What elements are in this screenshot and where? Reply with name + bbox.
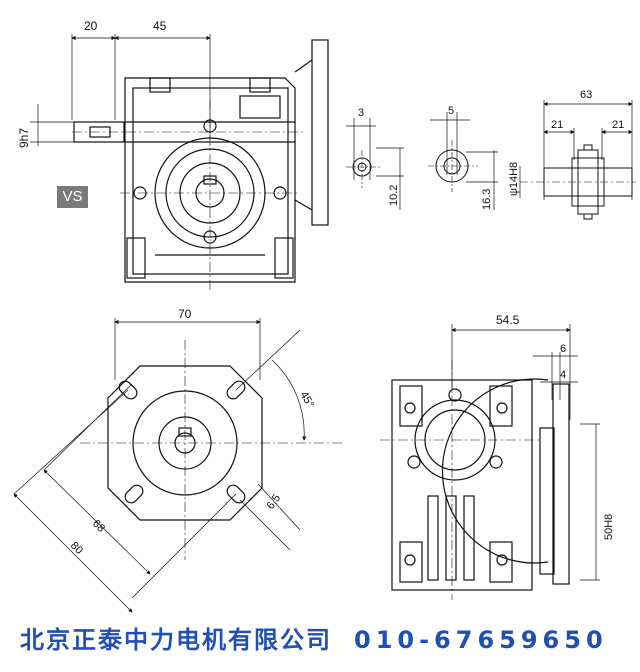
company-name: 北京正泰中力电机有限公司 — [20, 626, 332, 654]
dim-10-2: 10.2 — [388, 185, 400, 206]
gearbox-end-view — [380, 324, 600, 600]
dim-21-left: 21 — [551, 119, 563, 131]
dim-21-right: 21 — [612, 119, 624, 131]
dim-63: 63 — [580, 89, 592, 101]
dim-45: 45 — [153, 19, 167, 33]
dim-5: 5 — [448, 105, 454, 117]
dim-54-5: 54.5 — [496, 313, 520, 327]
footer: 北京正泰中力电机有限公司 010-67659650 — [20, 624, 630, 656]
dim-20: 20 — [84, 19, 98, 33]
dim-angle-45: 45° — [297, 390, 316, 410]
key-detail-large — [428, 112, 498, 210]
dim-70: 70 — [178, 307, 192, 321]
dim-80: 80 — [68, 540, 85, 557]
phone-number: 010-67659650 — [354, 626, 608, 654]
dim-50h8: 50H8 — [603, 514, 615, 540]
dim-16-3: 16.3 — [481, 189, 493, 210]
gearbox-side-view — [30, 34, 329, 290]
dim-6: 6 — [560, 343, 566, 355]
dim-bore-fit: ψ14H8 — [508, 162, 520, 196]
dim-4: 4 — [560, 369, 566, 381]
dim-9h7: 9h7 — [17, 128, 31, 148]
key-detail-small — [346, 118, 404, 210]
dim-68: 68 — [90, 518, 107, 535]
dim-3: 3 — [358, 107, 364, 119]
vs-badge: VS — [57, 186, 88, 208]
output-shaft-detail — [519, 100, 636, 220]
flange-front-view — [13, 318, 345, 613]
